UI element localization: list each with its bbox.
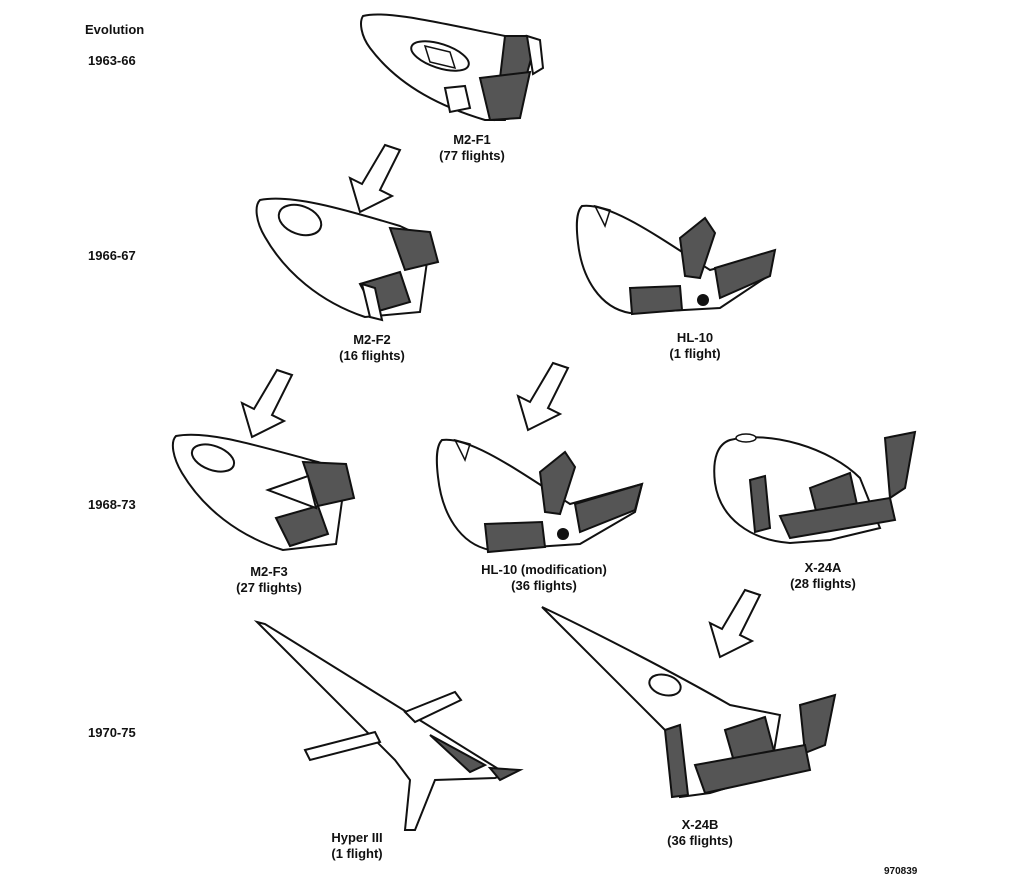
arrow-down-left-3 xyxy=(516,361,570,432)
x24a-caption: X-24A (28 flights) xyxy=(790,560,856,592)
hl10-modification-caption: HL-10 (modification) (36 flights) xyxy=(481,562,607,594)
hyper-iii-illustration xyxy=(253,620,524,831)
era-label-1970-75: 1970-75 xyxy=(88,725,136,740)
hyper-iii-caption: Hyper III (1 flight) xyxy=(331,830,382,862)
arrow-down-left-2 xyxy=(240,368,294,439)
m2f2-flights: (16 flights) xyxy=(339,348,405,363)
era-label-1963-66: 1963-66 xyxy=(88,53,136,68)
hl10-illustration xyxy=(575,204,777,316)
m2f3-caption: M2-F3 (27 flights) xyxy=(236,564,302,596)
hyper-iii-name: Hyper III xyxy=(331,830,383,845)
x24a-name: X-24A xyxy=(804,560,842,575)
m2f1-name: M2-F1 xyxy=(453,132,491,147)
x24b-name: X-24B xyxy=(681,817,719,832)
hl10-modification-flights: (36 flights) xyxy=(511,578,577,593)
hl10-modification-name: HL-10 (modification) xyxy=(481,562,607,577)
hl10-modification-illustration xyxy=(435,438,644,554)
figure-number: 970839 xyxy=(884,866,918,877)
m2f1-flights: (77 flights) xyxy=(439,148,505,163)
hl10-flights: (1 flight) xyxy=(669,346,721,361)
m2f2-illustration xyxy=(255,197,440,322)
x24a-flights: (28 flights) xyxy=(790,576,856,591)
hl10-name: HL-10 xyxy=(676,330,714,345)
x24a-illustration xyxy=(713,430,917,545)
x24b-flights: (36 flights) xyxy=(667,833,733,848)
era-label-1968-73: 1968-73 xyxy=(88,497,136,512)
m2f3-illustration xyxy=(171,433,356,552)
arrow-down-left-1 xyxy=(348,143,402,214)
hl10-caption: HL-10 (1 flight) xyxy=(669,330,720,362)
m2f3-flights: (27 flights) xyxy=(236,580,302,595)
era-label-1966-67: 1966-67 xyxy=(88,248,136,263)
hyper-iii-flights: (1 flight) xyxy=(331,846,383,861)
m2f2-caption: M2-F2 (16 flights) xyxy=(339,332,405,364)
m2f2-name: M2-F2 xyxy=(353,332,391,347)
evolution-heading: Evolution xyxy=(85,22,145,37)
x24b-illustration xyxy=(541,606,837,799)
m2f3-name: M2-F3 xyxy=(250,564,288,579)
m2f1-caption: M2-F1 (77 flights) xyxy=(439,132,505,164)
arrow-down-left-4 xyxy=(708,588,762,659)
m2f1-illustration xyxy=(360,13,545,122)
x24b-caption: X-24B (36 flights) xyxy=(667,817,733,849)
